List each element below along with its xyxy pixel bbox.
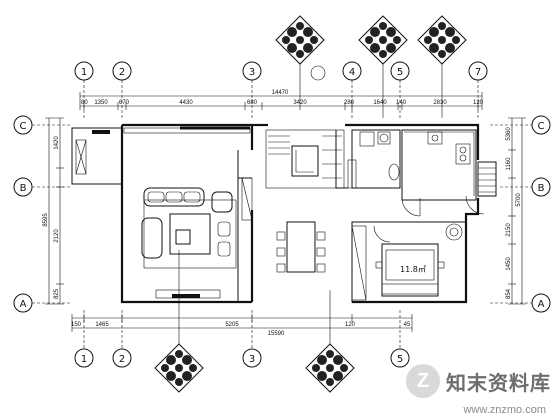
grid-bubbles-bottom: 1 2 3 5 [74,348,410,368]
grid-label-row-a-left: A [20,299,27,310]
grid-label-row-b-right: B [538,183,545,194]
dimension-left: 8595 1420 2120 825 [43,117,64,305]
watermark-url: www.znzmo.com [463,404,546,416]
dimension-top: 14470 80 1350 670 4430 680 3420 280 1640… [79,90,484,110]
plant [445,223,463,241]
dim-bottom-seg-2: 5205 [225,322,239,328]
grid-axes [32,80,532,349]
grid-label-bottom-col-1: 1 [81,354,87,365]
toilet [351,129,401,189]
dim-bottom-seg-3: 120 [345,322,356,328]
grid-label-col-3: 3 [249,67,255,78]
watermark: Z 知末资料库 [406,360,552,402]
dim-right-seg-5: 854 [506,288,512,299]
kitchen [401,129,477,217]
armchair [211,191,233,213]
elevation-tag-top-2 [358,15,408,65]
dim-top-seg-2: 670 [119,100,130,106]
dim-top-total: 14470 [272,90,289,96]
watermark-title: 知末资料库 [446,370,551,395]
grid-label-col-1: 1 [81,67,87,78]
dining-table [286,221,316,273]
elevation-tag-bottom-1 [154,343,204,393]
dim-left-seg-1: 2120 [54,229,60,243]
dim-top-seg-7: 1640 [373,100,387,106]
dim-top-seg-5: 3420 [293,100,307,106]
dim-left-seg-0: 1420 [54,136,60,150]
dim-top-seg-0: 80 [81,100,88,106]
dim-bottom-seg-0: 150 [71,322,82,328]
grid-label-row-c-left: C [20,121,27,132]
dim-right-seg-3: 2150 [506,223,512,237]
dim-top-seg-6: 280 [344,100,355,106]
grid-label-bottom-col-2: 2 [119,354,125,365]
coffee-table [169,213,211,255]
bed [381,243,439,297]
dim-top-seg-4: 680 [247,100,258,106]
dim-left-seg-2: 825 [54,288,60,299]
bedroom: 11.8㎡ [351,221,467,303]
dimension-bottom: 150 1465 5205 120 45 15590 [71,314,413,337]
exterior-stair [465,161,497,215]
living-room [141,187,237,299]
dim-bottom-seg-1: 1465 [95,322,109,328]
dim-left-total: 8595 [43,213,49,227]
grid-label-col-5: 5 [397,67,403,78]
study-room [71,126,251,185]
grid-bubbles-top: 1 2 3 4 5 7 [74,61,488,81]
watermark-logo-icon: Z [406,364,440,398]
grid-label-col-2: 2 [119,67,125,78]
section-marker [310,65,326,81]
dim-bottom-total: 15590 [268,331,285,337]
grid-label-bottom-col-5: 5 [397,354,403,365]
dim-right-seg-4: 1450 [506,257,512,271]
grid-label-col-7: 7 [475,67,481,78]
dim-bottom-seg-4: 45 [404,322,411,328]
grid-label-row-c-right: C [538,121,545,132]
dimension-right: 5360 1160 5700 2150 1450 854 [506,117,526,305]
dim-top-seg-1: 1350 [94,100,108,106]
elevation-tag-top-3 [417,15,467,65]
grid-label-row-b-left: B [20,183,27,194]
dim-top-seg-9: 2830 [433,100,447,106]
elevation-tag-top-1 [275,15,325,65]
grid-label-bottom-col-3: 3 [249,354,255,365]
dim-right-seg-1: 1160 [506,157,512,171]
dim-top-seg-8: 140 [396,100,407,106]
bedroom-area: 11.8㎡ [400,265,426,274]
grid-label-col-4: 4 [349,67,355,78]
dim-right-seg-2: 5700 [516,193,522,207]
dining-area [276,221,326,273]
elevation-tag-bottom-2 [305,343,355,393]
side-sofa [141,217,163,259]
wardrobe [351,225,367,301]
grid-label-row-a-right: A [538,299,545,310]
sofa [143,187,205,207]
stair-hall [241,129,357,221]
dim-right-seg-0: 5360 [506,127,512,141]
dim-top-seg-10: 120 [473,100,484,106]
grid-bubbles-rows: C B A C B A [13,115,551,313]
dim-top-seg-3: 4430 [179,100,193,106]
